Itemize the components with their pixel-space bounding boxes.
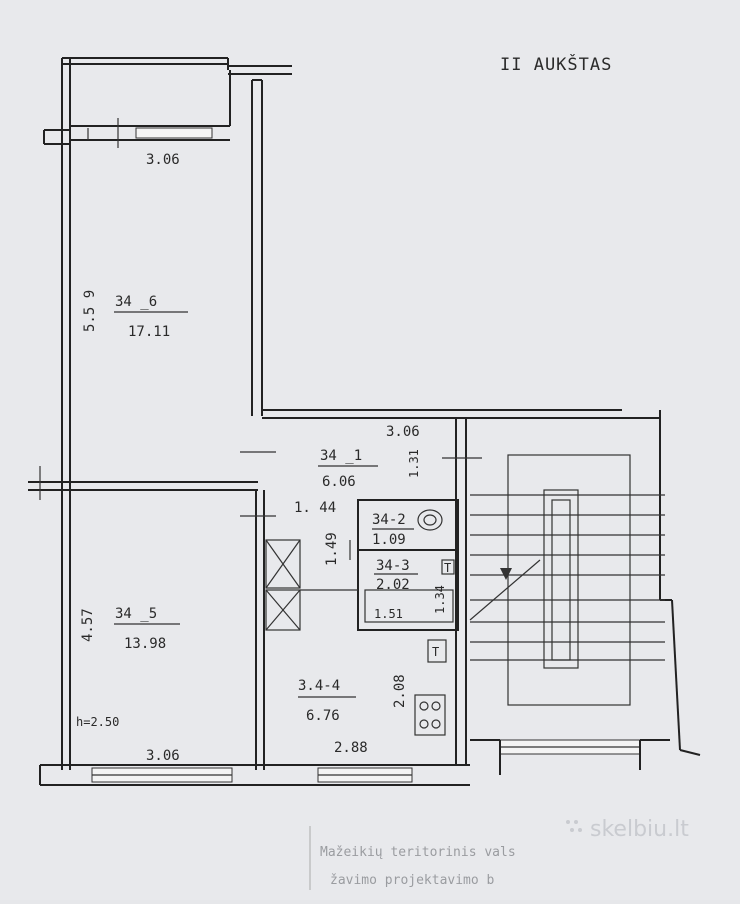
room-34-2: 34-2 1.09 xyxy=(372,512,414,548)
room-area: 17.11 xyxy=(128,324,170,340)
room-label: 34-3 xyxy=(376,558,410,574)
door-marks xyxy=(39,451,482,591)
svg-text:T: T xyxy=(432,645,439,659)
room-area: 13.98 xyxy=(124,636,166,652)
stairwell xyxy=(466,410,701,775)
dimension-label: 1. 44 xyxy=(294,500,336,516)
floor-title: II AUKŠTAS xyxy=(500,53,612,75)
room-label: 34 _6 xyxy=(115,294,157,310)
dimension-label: 2.88 xyxy=(334,740,368,756)
ventilation-shafts xyxy=(265,539,301,631)
dimension-label: 3.06 xyxy=(146,152,180,168)
dimension-label: 5.5 9 xyxy=(82,290,98,332)
balcony-window xyxy=(87,118,213,148)
watermark-text: skelbiu.lt xyxy=(590,817,689,842)
room-34-6: 34 _6 17.11 xyxy=(114,294,188,340)
room-label: 34 _5 xyxy=(115,606,157,622)
ceiling-height-note: h=2.50 xyxy=(76,715,119,729)
dimension-label: 2.08 xyxy=(392,674,408,708)
stamp-text-line1: Mažeikių teritorinis vals xyxy=(320,845,516,860)
room-34-5: 34 _5 13.98 xyxy=(114,606,180,652)
stove xyxy=(414,694,446,736)
room-area: 1.51 xyxy=(374,607,403,621)
room-label: 3.4-4 xyxy=(298,678,340,694)
room-area: 6.76 xyxy=(306,708,340,724)
room-34-4: 3.4-4 6.76 xyxy=(298,678,356,724)
stamp-area: Mažeikių teritorinis vals žavimo projekt… xyxy=(309,826,516,890)
dimension-label: 1.34 xyxy=(433,585,447,614)
room-34-3b: 1.51 xyxy=(374,607,403,621)
room-label: 34-2 xyxy=(372,512,406,528)
room-34-3: 34-3 2.02 xyxy=(374,558,418,593)
room-area: 2.02 xyxy=(376,577,410,593)
dimension-label: 1.49 xyxy=(324,532,340,566)
svg-text:T: T xyxy=(444,561,451,575)
dimension-label: 1.31 xyxy=(407,449,421,478)
watermark: skelbiu.lt xyxy=(566,817,689,842)
dimension-label: 3.06 xyxy=(386,424,420,440)
room-area: 6.06 xyxy=(322,474,356,490)
room-label: 34 _1 xyxy=(320,448,362,464)
bathroom-block: T T xyxy=(357,499,459,663)
dimension-label: 3.06 xyxy=(146,748,180,764)
dimensions: 3.06 5.5 9 3.06 1.31 1. 44 1.49 1.34 4.5… xyxy=(80,152,447,764)
room-area: 1.09 xyxy=(372,532,406,548)
stamp-text-line2: žavimo projektavimo b xyxy=(330,873,495,888)
room-34-1: 34 _1 6.06 xyxy=(318,448,378,490)
dimension-label: 4.57 xyxy=(80,608,96,642)
bottom-windows xyxy=(91,767,413,783)
